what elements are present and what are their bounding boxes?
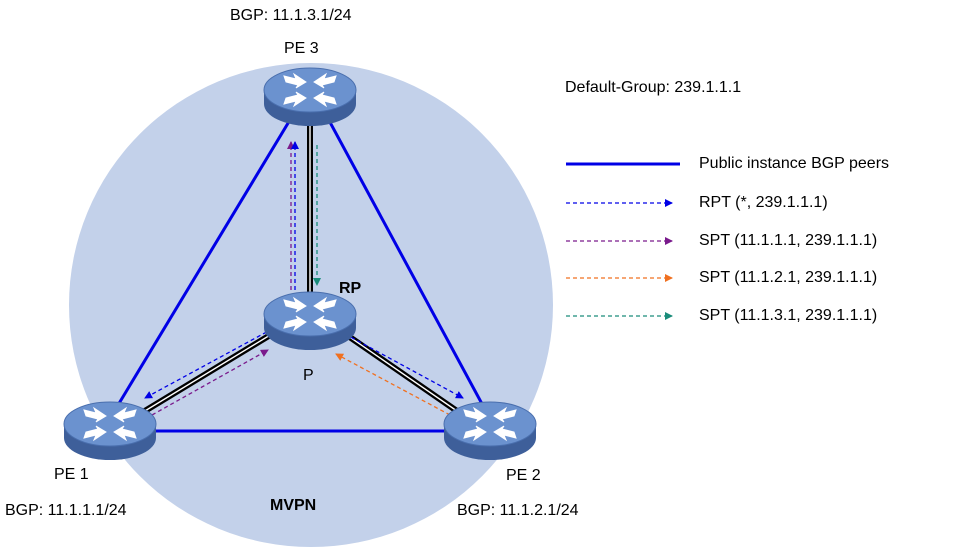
bgp-link-pe3-pe2 [316, 99, 490, 416]
pe1-bgp-address: BGP: 11.1.1.1/24 [5, 502, 127, 519]
legend-label-spt2: SPT (11.1.2.1, 239.1.1.1) [699, 269, 878, 286]
router-pe2-icon [443, 401, 537, 461]
p-name: P [303, 367, 314, 384]
rpt-arrow-to-pe2 [344, 333, 464, 399]
pe3-name: PE 3 [284, 40, 319, 57]
spt2-arrow-from-pe2 [335, 353, 451, 416]
legend-lines [566, 162, 680, 320]
legend-label-bgp: Public instance BGP peers [699, 155, 890, 172]
legend-label-rpt: RPT (*, 239.1.1.1) [699, 194, 828, 211]
legend-label-spt1: SPT (11.1.1.1, 239.1.1.1) [699, 232, 878, 249]
p-links [128, 108, 472, 423]
router-p-icon [263, 291, 357, 351]
bgp-peer-links [110, 99, 490, 433]
multicast-trees [144, 141, 464, 416]
spt1-arrow-from-pe1 [151, 349, 269, 416]
default-group-label: Default-Group: 239.1.1.1 [565, 79, 742, 96]
pe2-bgp-address: BGP: 11.1.2.1/24 [457, 502, 579, 519]
pe1-name: PE 1 [54, 466, 89, 483]
bgp-link-pe3-pe1 [110, 99, 304, 416]
rpt-arrow-to-pe1 [144, 321, 286, 399]
mvpn-region-label: MVPN [270, 497, 317, 514]
p-role-label: RP [339, 280, 362, 297]
router-pe3-icon [263, 67, 357, 127]
pe3-bgp-address: BGP: 11.1.3.1/24 [230, 7, 352, 24]
router-pe1-icon [63, 401, 157, 461]
pe2-name: PE 2 [506, 467, 541, 484]
legend-label-spt3: SPT (11.1.3.1, 239.1.1.1) [699, 307, 878, 324]
